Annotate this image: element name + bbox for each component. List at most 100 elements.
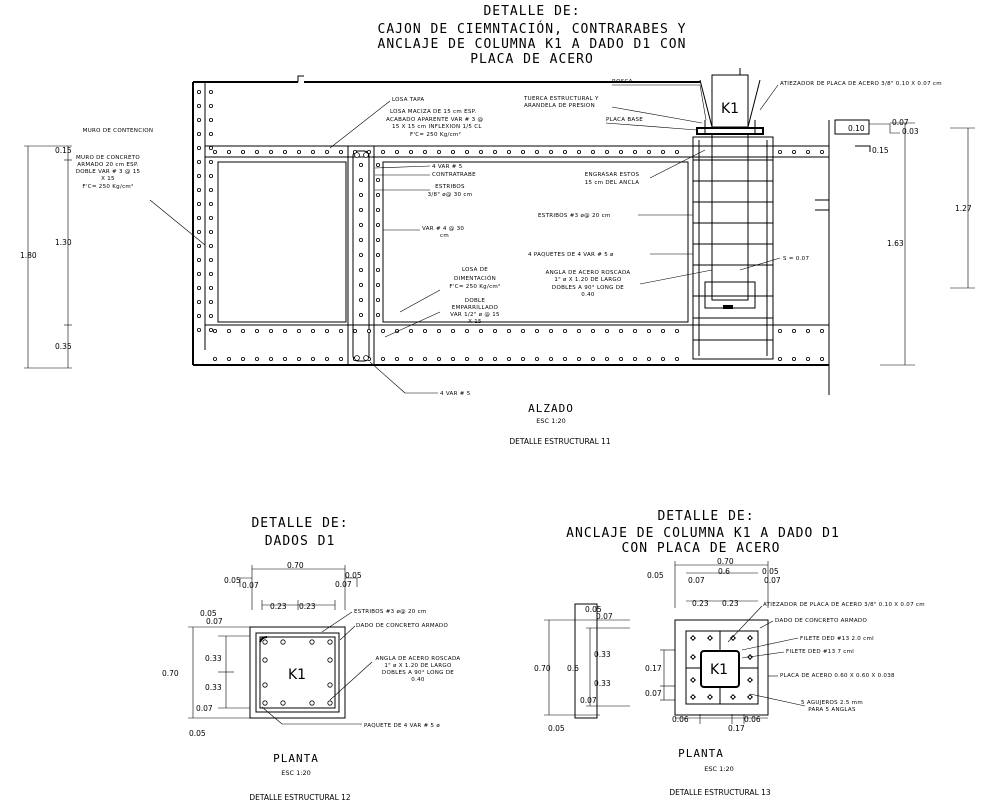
rebar-dot-bottom-slab [240, 356, 245, 361]
elevation-drawing: K1 [192, 68, 830, 395]
elevation-dimensions: 0.15 1.30 1.80 0.35 1.27 1.63 0.10 0.07 … [20, 118, 975, 369]
note-doble-4: X 15 [468, 319, 482, 325]
dado-dim-b007: 0.07 [335, 580, 352, 589]
rebar-dot-top-slab [661, 149, 666, 154]
rebar-dot-wall [196, 131, 201, 136]
anclaje-note-dado: DADO DE CONCRETO ARMADO [775, 618, 867, 624]
rebar-dot-contratrabe [375, 282, 380, 287]
rebar-dot-contratrabe [375, 237, 380, 242]
note-muro-concreto-2: ARMADO 20 cm ESP. [77, 162, 139, 168]
rebar-dot-bottom-slab [436, 328, 441, 333]
dim-180: 1.80 [20, 251, 37, 260]
anclaje-dim-l007b: 0.07 [580, 696, 597, 705]
dado-rebar-dot [262, 639, 268, 645]
rebar-dot-bottom-slab [633, 328, 638, 333]
rebar-dot-contratrabe [375, 252, 380, 257]
dado-dim-h070: 0.70 [162, 669, 179, 678]
rebar-dot-bottom-slab [310, 356, 315, 361]
rebar-dot-bottom-slab [591, 356, 596, 361]
rebar-dot-contratrabe [358, 207, 363, 212]
rebar-dot-top-slab [380, 149, 385, 154]
rebar-dot-wall [208, 131, 213, 136]
note-losa-dim-3: F'C= 250 Kg/cm² [449, 283, 500, 290]
rebar-dot-contratrabe [375, 222, 380, 227]
rebar-dot-wall [196, 313, 201, 318]
dado-section: DETALLE DE: DADOS D1 0.70 0.05 0.07 0.05… [162, 516, 362, 738]
anclaje-notes: ATIEZADOR DE PLACA DE ACERO 3/8" 0.10 X … [727, 602, 925, 713]
rebar-dot-wall [196, 299, 201, 304]
anchor-bolt-hole [748, 695, 753, 700]
rebar-dot-bottom-slab [549, 328, 554, 333]
rebar-dot-wall [196, 327, 201, 332]
rebar-dot-wall [208, 215, 213, 220]
note-doble-1: DOBLE [465, 298, 486, 304]
anchor-bolt-hole [748, 678, 753, 683]
dado-note-angla-1: ANGLA DE ACERO ROSCADA [376, 656, 461, 662]
dim-007: 0.07 [892, 118, 909, 127]
rebar-dot-bottom-slab [591, 328, 596, 333]
rebar-dot-bottom-slab [549, 356, 554, 361]
rebar-dot-top-slab [212, 149, 217, 154]
rebar-dot-wall [208, 159, 213, 164]
rebar-dot-bottom-slab [478, 328, 483, 333]
anclaje-dim-r017: 0.17 [645, 664, 662, 673]
main-title-line2: CAJON DE CIEMNTACIÓN, CONTRARABES Y [378, 21, 687, 37]
dado-dim-l005: 0.05 [200, 609, 217, 618]
anclaje-dim-b005: 0.05 [762, 567, 779, 576]
note-losa-maciza-3: 15 X 15 cm INFLEXION 1/5 CL [392, 124, 482, 130]
anclaje-dim-bot017: 0.17 [728, 724, 745, 733]
note-doble-3: VAR 1/2" ø @ 15 [450, 312, 500, 318]
rebar-dot-bottom-slab [535, 356, 540, 361]
rebar-dot-wall [196, 145, 201, 150]
anclaje-dim-l005: 0.05 [585, 605, 602, 614]
dado-note-estribos: ESTRIBOS #3 ø@ 20 cm [354, 609, 427, 615]
elevation-notes: MURO DE CONTENCION MURO DE CONCRETO ARMA… [76, 79, 942, 397]
rebar-dot-contratrabe [375, 297, 380, 302]
note-estribos-2: 3/8" ø@ 30 cm [428, 192, 473, 198]
rebar-dot-top-slab [647, 149, 652, 154]
dado-dim-l033b: 0.33 [205, 683, 222, 692]
dado-note-angla-4: 0.40 [411, 677, 425, 683]
main-title-line4: PLACA DE ACERO [470, 52, 594, 67]
rebar-dot-contratrabe [375, 312, 380, 317]
rebar-dot-bottom-slab [464, 328, 469, 333]
rebar-dot-top-slab [591, 149, 596, 154]
rebar-dot-wall [196, 173, 201, 178]
rebar-dot-contratrabe [375, 192, 380, 197]
dado-rebar-dot [327, 682, 333, 688]
rebar-dot-bottom-slab [619, 328, 624, 333]
note-losa-dim-2: DIMENTACIÓN [454, 275, 496, 282]
dado-dim-l005b: 0.05 [189, 729, 206, 738]
elevation-k1-label: K1 [721, 101, 739, 117]
rebar-dot-bottom-slab [605, 328, 610, 333]
rebar-dot-wall [208, 145, 213, 150]
anclaje-dim-bot006b: 0.06 [744, 715, 761, 724]
note-contratrabe: CONTRATRABE [432, 172, 476, 178]
rebar-dot-top-slab [296, 149, 301, 154]
rebar-dot-corner [354, 355, 360, 361]
rebar-dot-bottom-slab [282, 328, 287, 333]
dim-015b: 0.15 [872, 146, 889, 155]
rebar-dot-top-slab [806, 149, 811, 154]
anclaje-title-line2: ANCLAJE DE COLUMNA K1 A DADO D1 [566, 526, 840, 541]
rebar-dot-bottom-slab [806, 328, 811, 333]
rebar-dot-top-slab [366, 149, 371, 154]
anclaje-note-atiezador: ATIEZADOR DE PLACA DE ACERO 3/8" 0.10 X … [763, 602, 925, 608]
rebar-dot-contratrabe [358, 177, 363, 182]
note-muro-concreto-4: X 15 [101, 176, 115, 182]
rebar-dot-bottom-slab [661, 328, 666, 333]
anchor-bolt-hole [691, 655, 696, 660]
rebar-dot-wall [208, 243, 213, 248]
rebar-dot-top-slab [450, 149, 455, 154]
rebar-dot-bottom-slab [661, 356, 666, 361]
anclaje-dim-h06: 0.6 [567, 664, 579, 673]
rebar-dot-top-slab [535, 149, 540, 154]
dado-note-dado: DADO DE CONCRETO ARMADO [356, 623, 448, 629]
note-losa-maciza-1: LOSA MACIZA DE 15 cm ESP. [390, 109, 476, 115]
rebar-dot-bottom-slab [394, 356, 399, 361]
dado-plan-title: PLANTA [273, 752, 319, 765]
note-tuerca-1: TUERCA ESTRUCTURAL Y [523, 96, 599, 102]
note-angulo-2: 1" ø X 1.20 DE LARGO [554, 277, 622, 283]
rebar-dot-bottom-slab [633, 356, 638, 361]
